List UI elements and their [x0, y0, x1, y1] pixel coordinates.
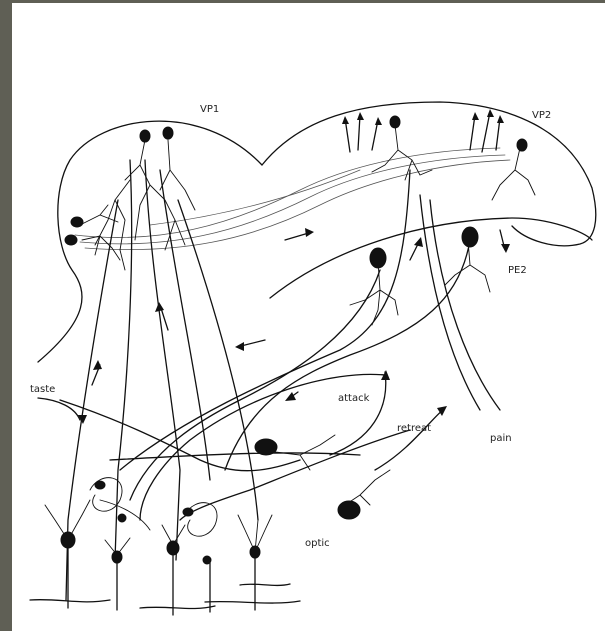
arrowhead: [342, 116, 349, 124]
arrowhead: [501, 244, 510, 253]
neuron-soma: [65, 235, 77, 245]
neuron-soma: [118, 514, 126, 522]
neuron-soma: [462, 227, 478, 247]
ascending-arc: [180, 430, 410, 520]
arrowhead: [375, 117, 382, 125]
descending-fibre: [115, 160, 132, 560]
descending-fibre: [178, 200, 258, 520]
arrowhead: [497, 115, 504, 123]
diagram-labels: VP1 VP2 PE2 taste attack retreat pain op…: [30, 104, 551, 549]
retreat-output-curve: [375, 408, 445, 470]
label-pain: pain: [490, 433, 512, 444]
arrowhead: [357, 112, 364, 120]
fibre-bundle: [75, 148, 500, 238]
neuron-soma: [163, 127, 173, 139]
label-vp2: VP2: [532, 110, 551, 121]
label-taste: taste: [30, 384, 55, 395]
cortex-outline: [38, 102, 596, 362]
neuron-soma: [140, 130, 150, 142]
arrowhead: [155, 302, 164, 312]
label-vp1: VP1: [200, 104, 219, 115]
fibre-bundle: [80, 155, 505, 244]
inner-sheet-boundary: [270, 218, 592, 298]
basal-line: [140, 606, 215, 609]
label-retreat: retreat: [397, 423, 431, 434]
neuron-soma: [250, 546, 260, 558]
dendrite-tuft: [80, 205, 120, 260]
label-pe2: PE2: [508, 265, 527, 276]
neuron-soma: [61, 532, 75, 548]
basal-line: [240, 584, 290, 585]
neuron-soma: [167, 541, 179, 555]
label-attack: attack: [338, 393, 370, 404]
arrowhead: [235, 342, 244, 351]
neuron-soma: [255, 439, 277, 455]
basal-line: [205, 601, 300, 603]
ascending-arc: [120, 170, 410, 470]
arrowhead: [285, 392, 296, 401]
label-optic: optic: [305, 538, 330, 549]
arrowhead: [472, 112, 479, 120]
ascending-arc: [60, 400, 300, 471]
taste-input-curve: [38, 398, 80, 420]
dendrite-tuft: [372, 125, 535, 200]
neuron-soma: [390, 116, 400, 128]
ascending-arc: [130, 270, 380, 500]
fibre-bundle: [150, 170, 360, 225]
basal-line: [30, 600, 110, 602]
neuron-soma: [112, 551, 122, 563]
neuron-soma: [183, 508, 193, 516]
neuron-soma: [71, 217, 83, 227]
attack-output-curve: [330, 372, 386, 455]
neuron-soma: [370, 248, 386, 268]
neuron-soma: [338, 501, 360, 519]
ascending-arc: [225, 240, 470, 470]
fibre-tangle: [90, 478, 217, 537]
dendrite-tuft: [45, 500, 272, 555]
arrowhead: [305, 228, 314, 237]
neuron-soma: [517, 139, 527, 151]
arrowhead: [487, 109, 494, 117]
arrowheads: [78, 109, 510, 424]
vp2-arrow-line: [345, 115, 378, 152]
neuron-soma: [203, 556, 211, 564]
arrowhead: [414, 237, 423, 247]
dendrite-tuft: [275, 435, 390, 505]
neuron-soma: [95, 481, 105, 489]
ascending-arc: [110, 453, 360, 460]
